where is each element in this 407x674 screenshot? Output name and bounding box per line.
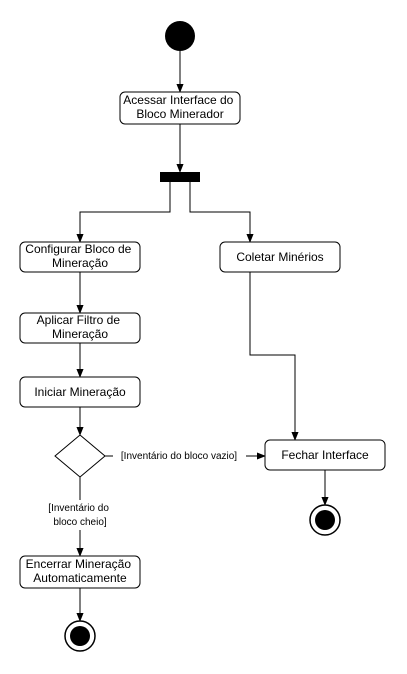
- edge-fork-configurar: [80, 182, 171, 241]
- encerrar-line-2: Automaticamente: [33, 571, 127, 585]
- aplicar-line-2: Mineração: [52, 327, 108, 341]
- guard-vazio: [Inventário do bloco vazio]: [121, 451, 237, 462]
- fechar-line-1: Fechar Interface: [281, 448, 369, 462]
- configurar-line-2: Mineração: [52, 256, 108, 270]
- configurar-line-1: Configurar Bloco de: [25, 242, 131, 256]
- initial-node: [165, 21, 195, 51]
- svg-text:Coletar Minérios: Coletar Minérios: [236, 250, 323, 264]
- final-node-left: [64, 620, 96, 652]
- guard-cheio-line-1: [Inventário do: [48, 503, 109, 514]
- fork-bar: [160, 172, 200, 182]
- encerrar-line-1: Encerrar Mineração: [26, 557, 132, 571]
- acessar-line-1: Acessar Interface do: [123, 93, 233, 107]
- guard-vazio-bg: [113, 449, 246, 463]
- action-coletar-minerios: Coletar Minérios: [219, 241, 341, 273]
- edge-fork-coletar: [189, 182, 250, 241]
- action-fechar-interface: Fechar Interface: [264, 439, 386, 471]
- svg-text:Configurar Bloco de Mine: Configurar Bloco de Mineração: [25, 242, 134, 270]
- edge-coletar-fechar: [249, 272, 295, 439]
- action-iniciar-mineracao: Iniciar Mineração: [19, 376, 141, 408]
- decision-node: [54, 434, 106, 478]
- action-configurar-bloco: Configurar Bloco de Mineração: [19, 241, 141, 273]
- action-encerrar-mineracao: Encerrar Mineração Automaticamente: [19, 555, 141, 589]
- action-aplicar-filtro: Aplicar Filtro de Mineração: [19, 312, 141, 344]
- guard-cheio: [Inventário do bloco cheio]: [48, 503, 111, 528]
- svg-text:Aplicar Filtro de Minera: Aplicar Filtro de Mineração: [37, 313, 124, 341]
- svg-text:Acessar Interface do Blo: Acessar Interface do Bloco Minerador: [123, 93, 236, 121]
- svg-text:Encerrar Mineração Autom: Encerrar Mineração Automaticamente: [26, 557, 135, 585]
- final-node-right: [309, 504, 341, 536]
- guard-cheio-line-2: bloco cheio]: [53, 517, 107, 528]
- action-acessar-interface: Acessar Interface do Bloco Minerador: [119, 91, 241, 125]
- aplicar-line-1: Aplicar Filtro de: [37, 313, 121, 327]
- acessar-line-2: Bloco Minerador: [136, 107, 223, 121]
- svg-text:Iniciar Mineração: Iniciar Mineração: [34, 385, 126, 399]
- coletar-line-1: Coletar Minérios: [236, 250, 323, 264]
- svg-text:Fechar Interface: Fechar Interface: [281, 448, 369, 462]
- guard-cheio-bg: [46, 500, 116, 530]
- iniciar-line-1: Iniciar Mineração: [34, 385, 126, 399]
